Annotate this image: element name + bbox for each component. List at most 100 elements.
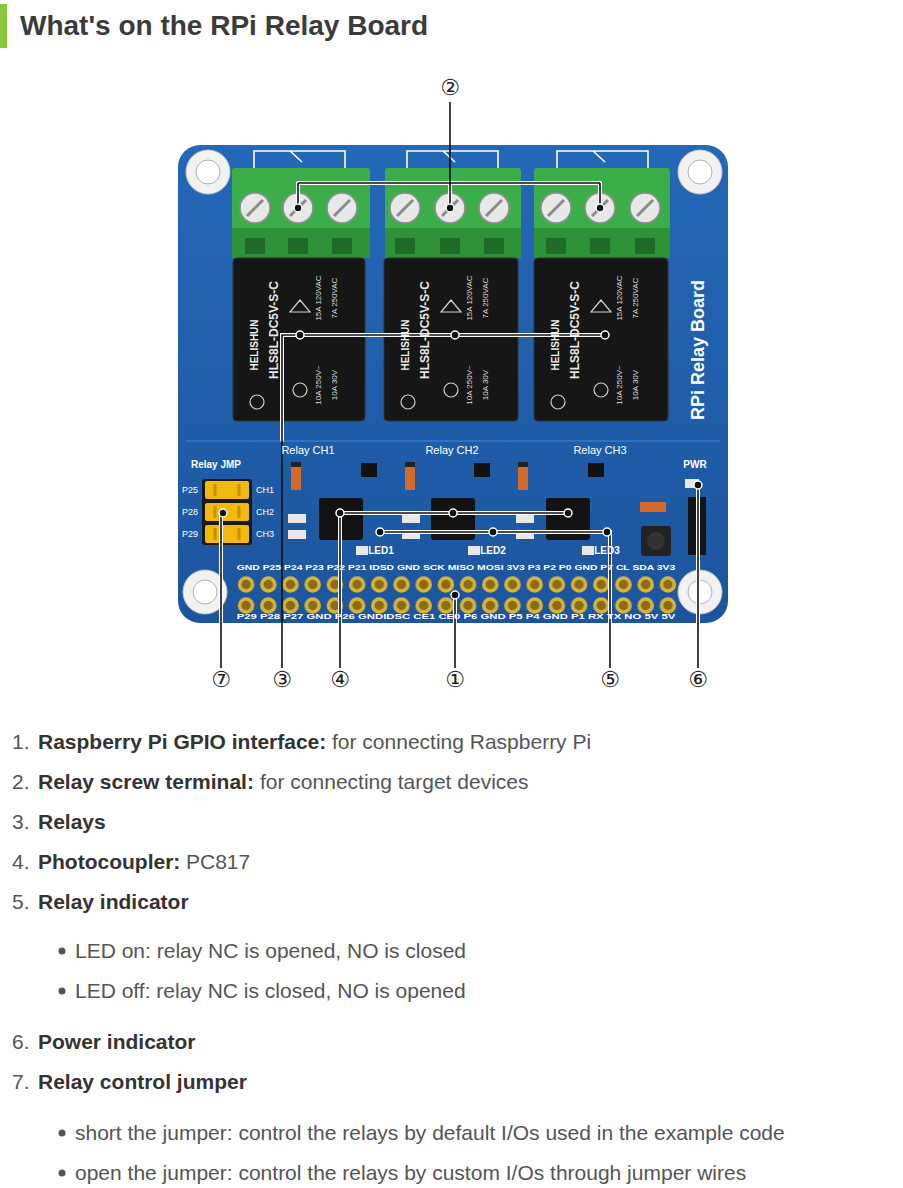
terminal-slot	[245, 238, 265, 254]
terminal-slot	[288, 238, 308, 254]
pcb-trace	[186, 440, 720, 442]
diode-band	[405, 462, 415, 467]
relay-rating: 15A 120VAC	[465, 275, 474, 320]
relay-logo	[551, 395, 565, 409]
relay-body	[384, 258, 518, 421]
diode	[518, 462, 528, 490]
relay-rating: 10A 30V	[481, 370, 490, 400]
list-number: 2.	[12, 770, 30, 794]
jumper-ridges	[215, 484, 239, 540]
pin-row-label: P29 P28 P27 GND P26 GNDIDSC CE1 CE0 P6 G…	[237, 612, 675, 621]
bullet	[59, 1170, 66, 1177]
mounting-hole	[688, 160, 712, 184]
screw	[479, 193, 509, 223]
terminal-blocks	[232, 168, 670, 258]
relay-model: HLS8L-DC5V-S-C	[419, 281, 433, 379]
callout-number: ⑦	[211, 667, 231, 692]
leader-line	[380, 532, 610, 623]
resistor	[288, 530, 306, 539]
pin-row-label: GND P25 P24 P23 P22 P21 IDSD GND SCK MIS…	[237, 563, 675, 572]
callout-number: ②	[440, 75, 460, 100]
pin-name: P28	[182, 507, 198, 517]
transistor	[588, 463, 604, 477]
relay-jumper	[202, 479, 252, 545]
bullet	[59, 988, 66, 995]
terminal-block	[534, 228, 670, 258]
terminal-slot	[635, 238, 655, 254]
smd-pads	[288, 479, 699, 555]
list-number: 3.	[12, 810, 30, 834]
leader-dot	[449, 509, 457, 517]
leader-dot	[296, 331, 304, 339]
list-bullets	[59, 948, 66, 1177]
bullet	[59, 948, 66, 955]
led-label: LED3	[594, 545, 620, 557]
relay-body	[233, 258, 365, 421]
leader-dot	[603, 528, 611, 536]
screw-slot	[334, 200, 350, 216]
screw	[390, 193, 420, 223]
bullet	[59, 1130, 66, 1137]
relay-channel-label: Relay CH3	[573, 444, 626, 457]
relay-brand: HELISHUN	[550, 319, 562, 370]
leader-line	[298, 102, 600, 205]
led	[582, 546, 594, 555]
leader-line	[697, 485, 699, 668]
screw-slot	[637, 200, 653, 216]
pin-name: CH1	[256, 485, 274, 495]
list-term: Raspberry Pi GPIO interface:	[38, 730, 326, 754]
power-label: PWR	[683, 459, 706, 471]
list-bullet-text: LED on: relay NC is opened, NO is closed	[75, 939, 466, 963]
callout-number: ③	[272, 667, 292, 692]
terminal-slot	[395, 238, 415, 254]
relay-rating: 7A 250VAC	[481, 278, 490, 319]
terminal-slot	[484, 238, 504, 254]
screw-slot	[397, 200, 413, 216]
diode-band	[291, 462, 301, 467]
leader-dot	[446, 204, 454, 212]
screw-slot	[247, 200, 263, 216]
cert-mark	[444, 383, 458, 397]
list-bullet-text: short the jumper: control the relays by …	[75, 1121, 785, 1145]
screw	[630, 193, 660, 223]
terminal-slot	[440, 238, 460, 254]
relay-brand: HELISHUN	[249, 319, 261, 370]
relay-rating: 15A 120VAC	[314, 275, 323, 320]
leader-dot	[601, 331, 609, 339]
relays	[233, 258, 668, 421]
list-number: 7.	[12, 1070, 30, 1094]
diode-band	[518, 462, 528, 467]
relay-symbol	[407, 151, 498, 170]
list-text: for connecting target devices	[260, 770, 529, 794]
resistor	[402, 514, 420, 523]
mounting-hole	[678, 150, 722, 194]
leader-line	[340, 513, 568, 668]
leader-dot	[694, 481, 702, 489]
leader-halo	[221, 183, 698, 623]
jumper-label: Relay JMP	[191, 459, 241, 471]
leader-dot	[219, 509, 227, 517]
led	[356, 546, 368, 555]
leader-lines	[221, 102, 698, 668]
list-term: Relay control jumper	[38, 1070, 247, 1094]
board-name: RPi Relay Board	[688, 280, 709, 420]
leader-dot	[564, 509, 572, 517]
relay-rating: 15A 120VAC	[615, 275, 624, 320]
relay-rating: 7A 250VAC	[631, 278, 640, 319]
leader-line	[220, 515, 222, 668]
relay-logo	[250, 395, 264, 409]
relay-rating: 10A 250V~	[615, 365, 624, 404]
list-bullet-text: LED off: relay NC is closed, NO is opene…	[75, 979, 466, 1003]
leader-dot	[451, 591, 459, 599]
pcb-board	[178, 145, 728, 623]
screw	[327, 193, 357, 223]
list-number: 5.	[12, 890, 30, 914]
terminal-slot	[332, 238, 352, 254]
mounting-hole	[196, 160, 220, 184]
pin-name: CH2	[256, 507, 274, 517]
relay-silkscreen-symbols	[254, 151, 648, 170]
list-term: Relays	[38, 810, 106, 834]
leader-dot	[376, 528, 384, 536]
